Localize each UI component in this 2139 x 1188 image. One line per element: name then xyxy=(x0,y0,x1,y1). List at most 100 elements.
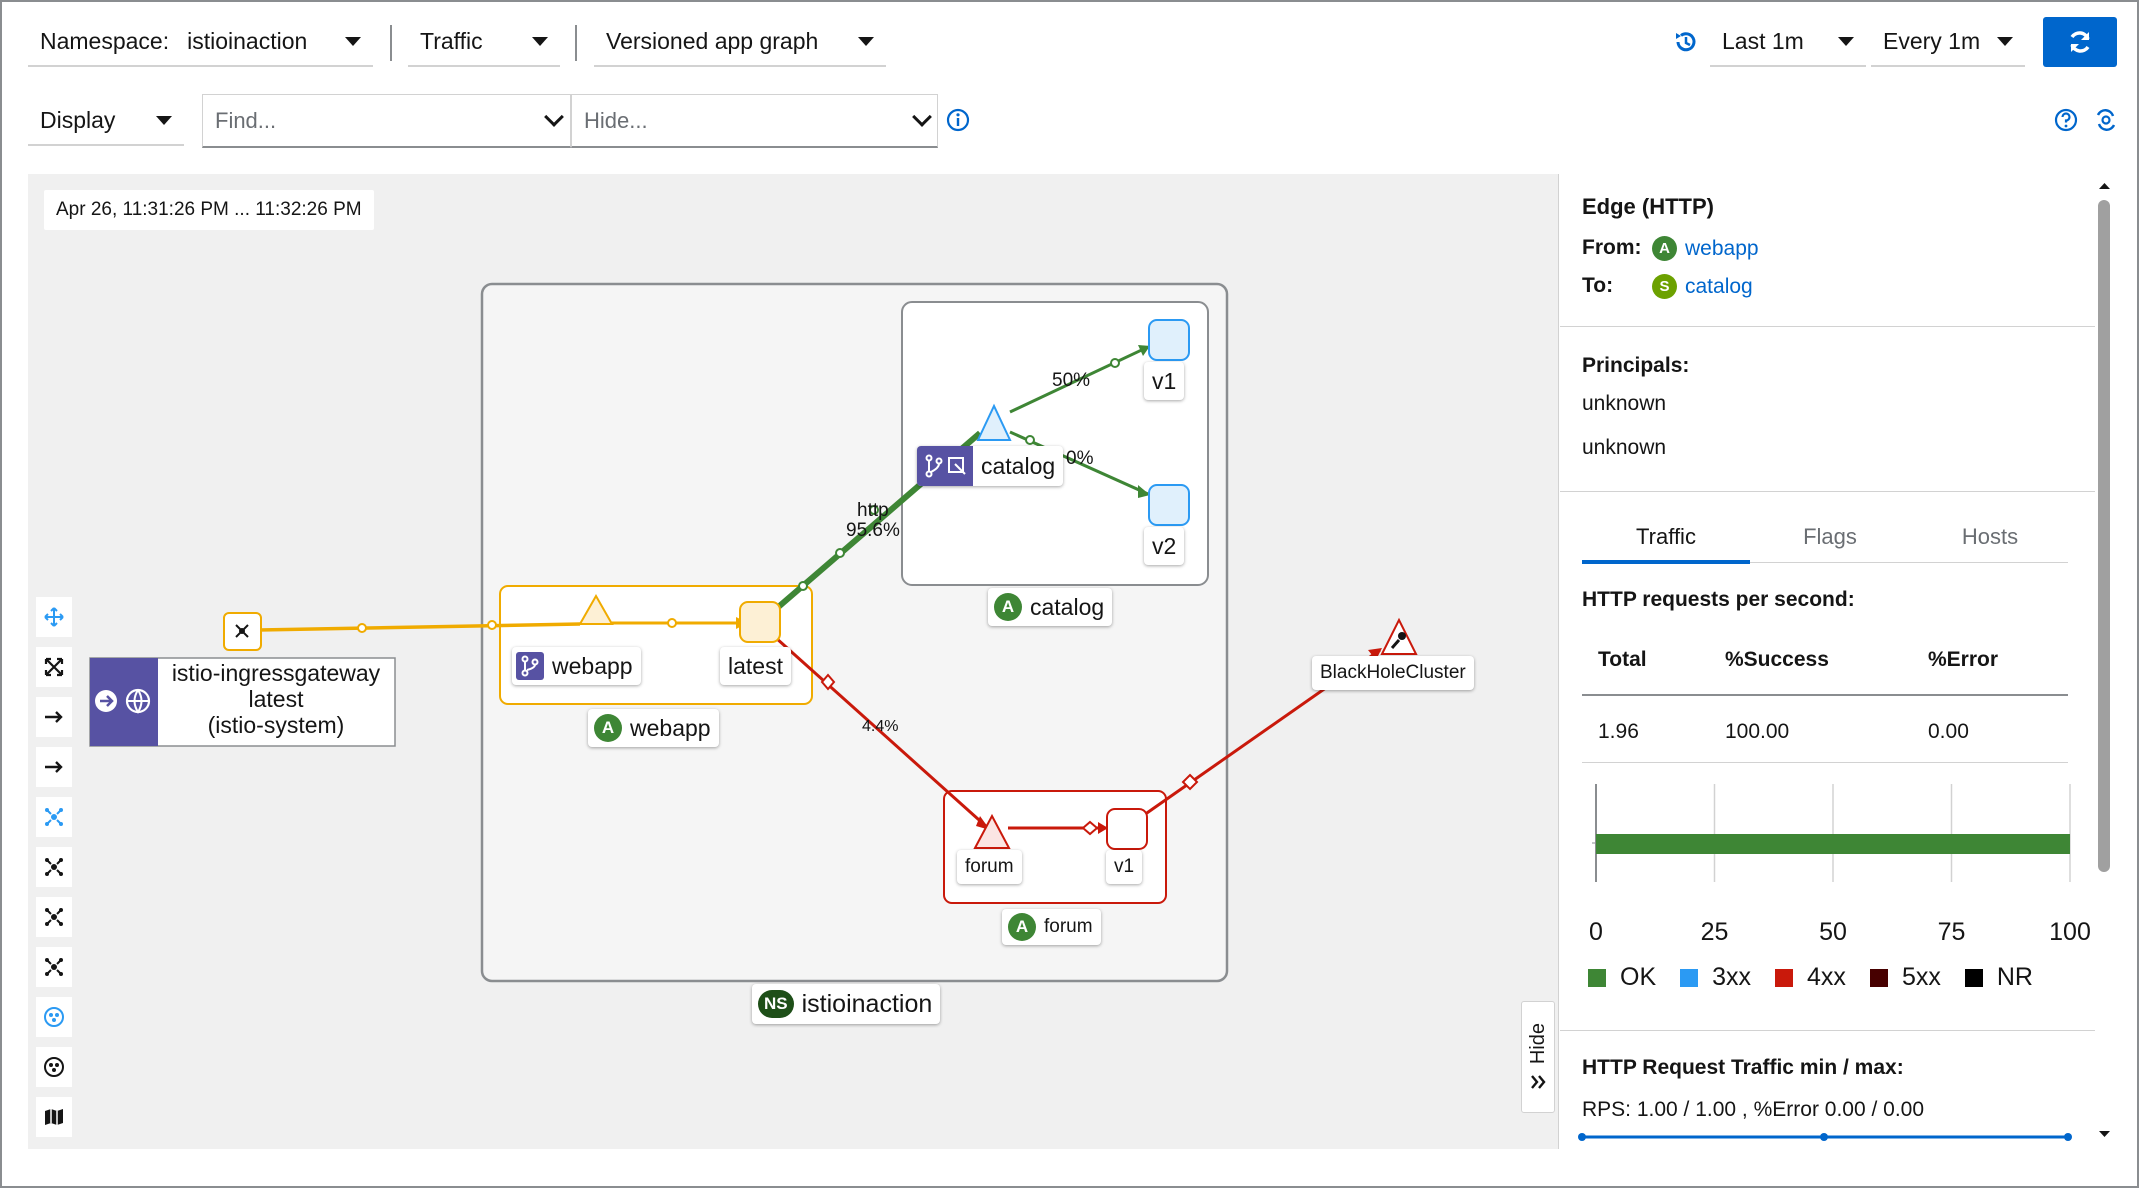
find-input[interactable]: Find... xyxy=(202,94,571,148)
table-divider xyxy=(1582,762,2068,763)
app-badge: A xyxy=(994,593,1022,621)
chevron-down-icon xyxy=(156,115,172,125)
tab-hosts[interactable]: Hosts xyxy=(1961,524,2019,549)
divider xyxy=(1560,326,2095,327)
chevron-down-icon xyxy=(858,36,874,46)
graph-type-select[interactable]: Versioned app graph xyxy=(594,17,886,67)
chart-tick-label: 25 xyxy=(1701,918,1729,946)
chart-tick-label: 50 xyxy=(1819,918,1847,946)
latest-workload-name: latest xyxy=(728,652,783,679)
scroll-up-icon[interactable] xyxy=(2096,180,2113,192)
ingress-gateway-label[interactable]: istio-ingressgateway latest (istio-syste… xyxy=(160,660,392,738)
tab-flags[interactable]: Flags xyxy=(1803,524,1857,549)
legend-item-nr: NR xyxy=(1964,963,2033,992)
webapp-service-name: webapp xyxy=(552,652,633,679)
namespace-select[interactable]: Namespace: istioinaction xyxy=(28,17,373,67)
layout-1-icon[interactable] xyxy=(36,847,72,887)
to-value[interactable]: S catalog xyxy=(1652,274,1753,299)
map-icon[interactable] xyxy=(36,1097,72,1137)
history-icon[interactable] xyxy=(1672,28,1700,56)
chart-tick-label: 75 xyxy=(1938,918,1966,946)
catalog-app-label[interactable]: A catalog xyxy=(988,588,1113,626)
service-badge: S xyxy=(1652,274,1677,299)
table-cell-success: 100.00 xyxy=(1725,720,1790,743)
legend-label: NR xyxy=(1996,963,2033,991)
legend-swatch xyxy=(1775,968,1794,987)
to-link[interactable]: catalog xyxy=(1685,274,1753,298)
namespace-layout-alt-icon[interactable] xyxy=(36,1047,72,1087)
forum-service-name: forum xyxy=(965,856,1014,877)
refresh-interval-select[interactable]: Every 1m xyxy=(1871,17,2025,67)
catalog-v2-label[interactable]: v2 xyxy=(1144,527,1185,565)
catalog-service-name: catalog xyxy=(981,452,1056,479)
catalog-app-name: catalog xyxy=(1030,593,1105,620)
layout-2-icon[interactable] xyxy=(36,897,72,937)
chart-tick-label: 100 xyxy=(2049,918,2090,946)
chart-bar-ok[interactable] xyxy=(1596,834,2070,854)
sync-icon xyxy=(2070,31,2090,53)
panel-scrollbar-thumb[interactable] xyxy=(2098,200,2110,872)
hide-panel-button[interactable]: Hide xyxy=(1521,1001,1555,1113)
hide-panel-label: Hide xyxy=(1526,1023,1549,1065)
traffic-label: Traffic xyxy=(420,27,483,54)
namespace-badge: NS xyxy=(758,990,794,1018)
chevron-down-icon xyxy=(345,36,361,46)
webapp-service-label[interactable]: webapp xyxy=(512,647,641,685)
time-range-label: Apr 26, 11:31:26 PM ... 11:32:26 PM xyxy=(44,190,374,230)
table-cell-error: 0.00 xyxy=(1928,720,1969,743)
refresh-button[interactable] xyxy=(2043,17,2117,67)
edge-catalog-v2 xyxy=(1009,430,1150,498)
legend-label: 4xx xyxy=(1807,963,1846,991)
table-header-total: Total xyxy=(1598,648,1647,671)
scroll-down-icon[interactable] xyxy=(2096,1128,2113,1140)
forum-app-label[interactable]: A forum xyxy=(1002,909,1101,945)
catalog-v2-name: v2 xyxy=(1152,532,1177,559)
latest-workload-label[interactable]: latest xyxy=(720,647,791,685)
hide-input[interactable]: Hide... xyxy=(571,94,938,148)
tour-icon[interactable] xyxy=(2093,107,2119,133)
namespace-layout-icon[interactable] xyxy=(36,997,72,1037)
latest-workload-node xyxy=(739,601,781,643)
catalog-service-triangle xyxy=(976,403,1012,441)
fit-to-screen-icon[interactable] xyxy=(36,647,72,687)
duration-select[interactable]: Last 1m xyxy=(1710,17,1866,67)
catalog-v1-label[interactable]: v1 xyxy=(1144,362,1185,400)
from-link[interactable]: webapp xyxy=(1685,236,1759,260)
webapp-app-label[interactable]: A webapp xyxy=(588,709,719,747)
layout-default-icon[interactable] xyxy=(36,797,72,837)
catalog-v1-name: v1 xyxy=(1152,367,1177,394)
virtual-service-icon xyxy=(516,652,544,680)
forum-service-label[interactable]: forum xyxy=(957,850,1022,884)
namespace-label[interactable]: NS istioinaction xyxy=(752,984,941,1024)
double-chevron-right-icon xyxy=(1531,1074,1546,1089)
principal-destination: unknown xyxy=(1582,436,1667,459)
refresh-interval-label: Every 1m xyxy=(1883,27,1981,54)
catalog-v1-node xyxy=(1148,319,1190,361)
ingress-namespace: (istio-system) xyxy=(207,712,345,738)
help-icon[interactable] xyxy=(2054,108,2078,132)
pan-icon[interactable] xyxy=(36,597,72,637)
traffic-select[interactable]: Traffic xyxy=(408,17,560,67)
edge-label-0: 0% xyxy=(1066,448,1094,469)
legend-swatch xyxy=(1588,968,1606,987)
app-badge: A xyxy=(1008,913,1036,941)
forum-v1-label[interactable]: v1 xyxy=(1106,850,1143,884)
layout-3-icon[interactable] xyxy=(36,947,72,987)
arrow-right-icon[interactable] xyxy=(36,697,72,737)
edge-label-4: 4.4% xyxy=(862,718,899,735)
legend-item-ok: OK xyxy=(1588,963,1656,992)
info-icon[interactable] xyxy=(946,108,970,132)
ingress-name: istio-ingressgateway xyxy=(171,660,381,686)
tab-traffic[interactable]: Traffic xyxy=(1636,524,1696,549)
blackhole-label[interactable]: BlackHoleCluster xyxy=(1312,656,1474,690)
namespace-label: Namespace: xyxy=(40,27,170,54)
display-select[interactable]: Display xyxy=(28,96,184,146)
from-value[interactable]: A webapp xyxy=(1652,236,1759,261)
catalog-service-label[interactable]: catalog xyxy=(917,446,1064,486)
edge-label-50: 50% xyxy=(1052,370,1091,391)
forum-v1-name: v1 xyxy=(1114,856,1135,877)
arrow-right-icon[interactable] xyxy=(36,747,72,787)
duration-label: Last 1m xyxy=(1722,27,1804,54)
